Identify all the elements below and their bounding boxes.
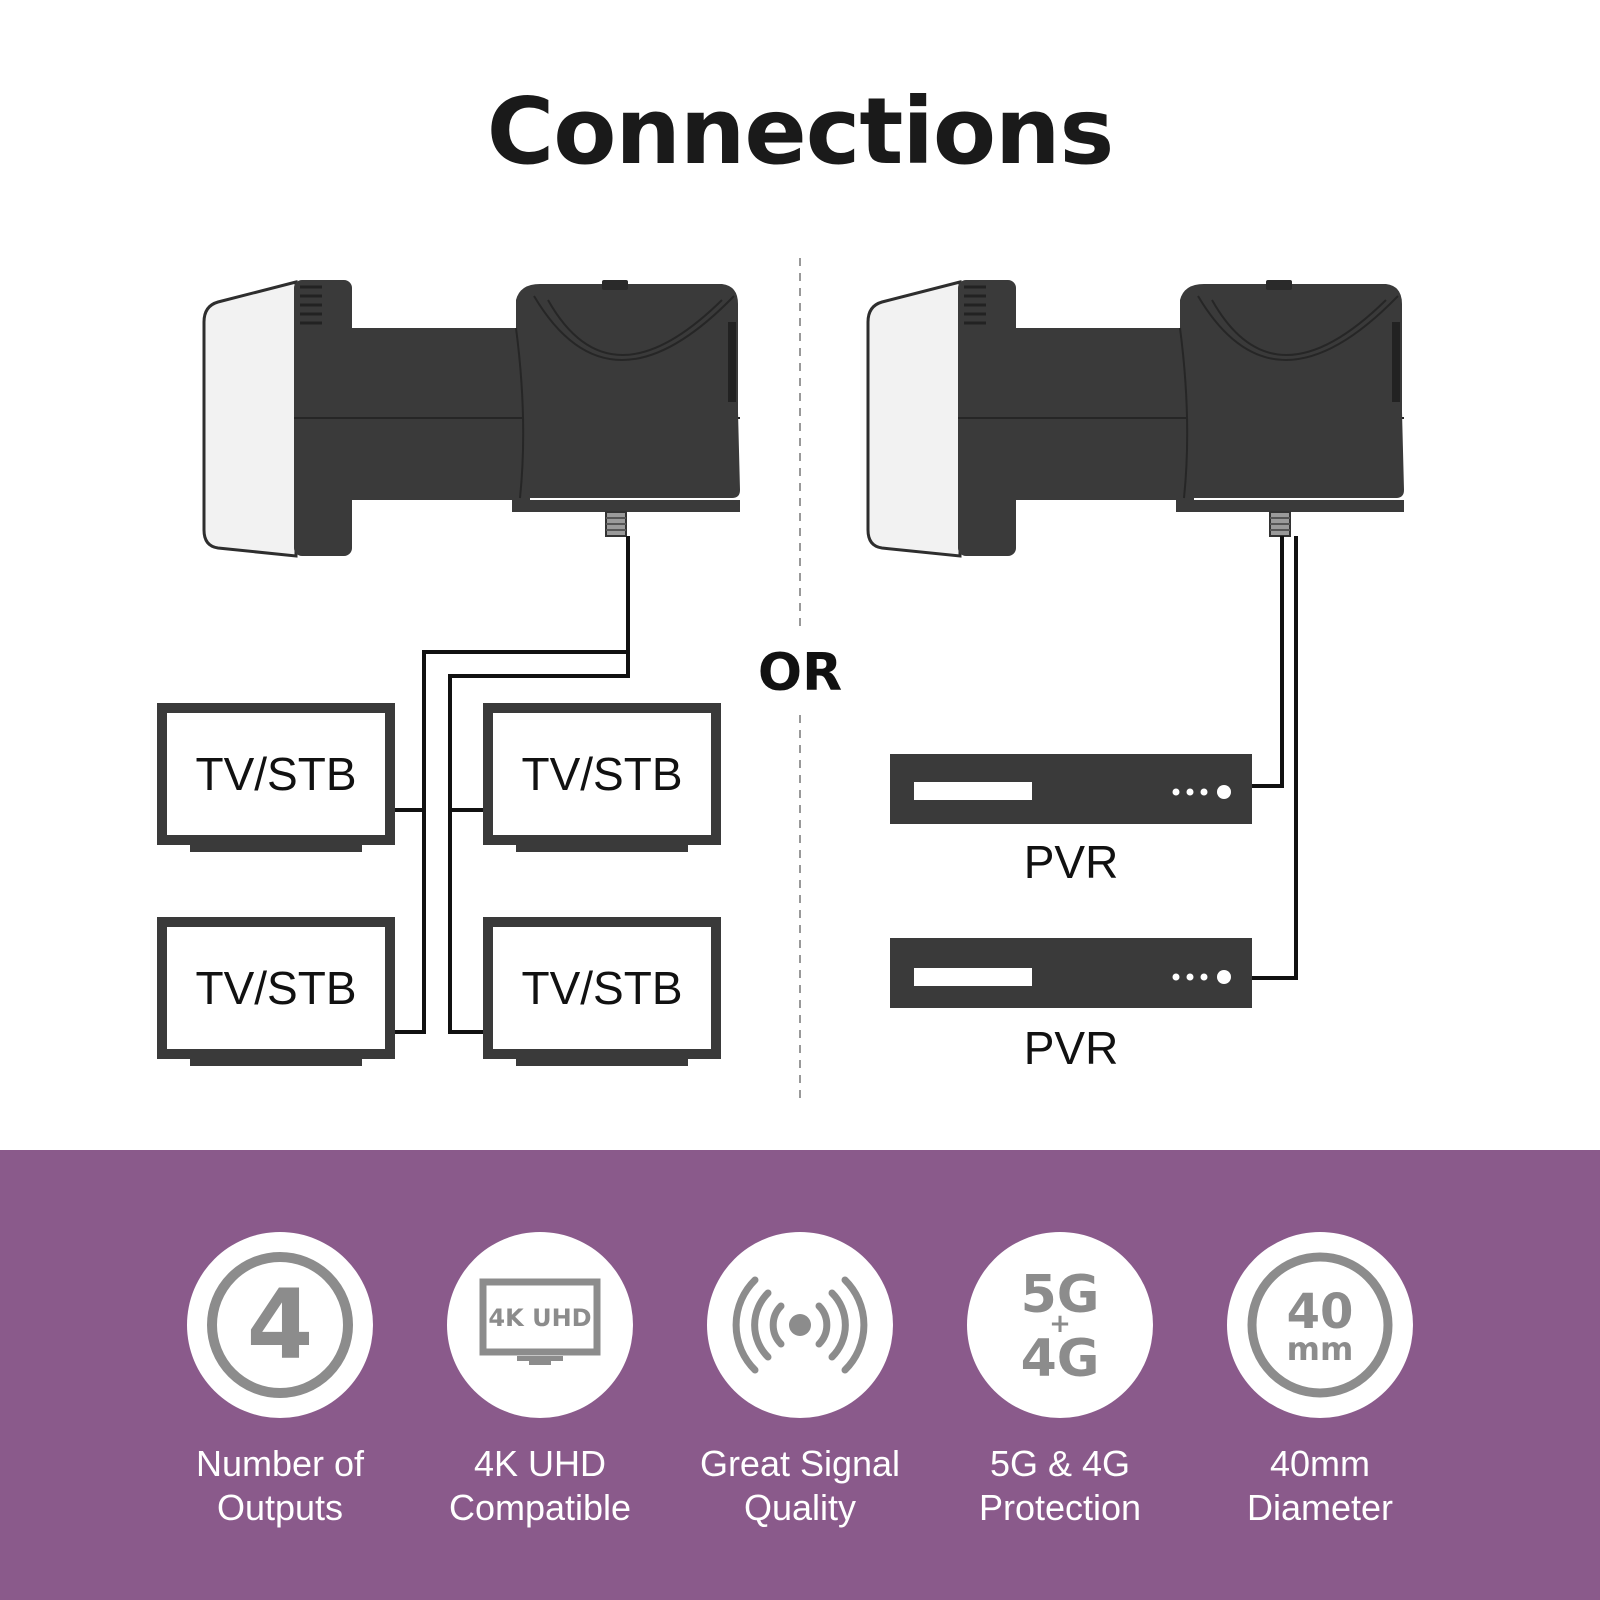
- outputs-4-icon: 4: [187, 1232, 373, 1418]
- lnb-left: [202, 280, 740, 558]
- feature-signal: Great Signal Quality: [670, 1232, 930, 1530]
- feature-uhd: 4K UHD 4K UHD Compatible: [410, 1232, 670, 1530]
- feature-signal-caption: Great Signal Quality: [699, 1443, 901, 1528]
- tv-stb-top-left: TV/STB: [157, 703, 395, 852]
- svg-text:TV/STB: TV/STB: [521, 962, 682, 1014]
- svg-text:TV/STB: TV/STB: [195, 748, 356, 800]
- tv-stb-bottom-right: TV/STB: [483, 917, 721, 1066]
- pvr-bottom: PVR: [890, 938, 1252, 1074]
- page-title: Connections: [486, 78, 1115, 185]
- feature-diameter-caption: 40mm Diameter: [1246, 1443, 1394, 1528]
- connection-diagram: OR TV/STB T: [157, 258, 1404, 1100]
- svg-text:TV/STB: TV/STB: [521, 748, 682, 800]
- lnb-right: [866, 280, 1404, 558]
- svg-text:4K UHD: 4K UHD: [488, 1304, 591, 1332]
- feature-diameter: 40 mm 40mm Diameter: [1190, 1232, 1450, 1530]
- feature-outputs-caption: Number of Outputs: [195, 1443, 365, 1528]
- svg-text:5G: 5G: [1021, 1265, 1100, 1325]
- right-cables: [1252, 536, 1298, 980]
- feature-uhd-caption: 4K UHD Compatible: [448, 1443, 632, 1528]
- features-band: 4 Number of Outputs 4K UHD 4K UHD Compat…: [0, 1150, 1600, 1600]
- svg-text:PVR: PVR: [1024, 1022, 1119, 1074]
- svg-text:4G: 4G: [1021, 1329, 1100, 1389]
- feature-outputs: 4 Number of Outputs: [150, 1232, 410, 1530]
- uhd-tv-icon: 4K UHD: [447, 1232, 633, 1418]
- feature-5g4g-caption: 5G & 4G Protection: [978, 1443, 1142, 1528]
- left-cables: [392, 536, 630, 1034]
- svg-text:4: 4: [247, 1269, 314, 1381]
- or-label: OR: [758, 643, 842, 703]
- svg-text:TV/STB: TV/STB: [195, 962, 356, 1014]
- tv-stb-bottom-left: TV/STB: [157, 917, 395, 1066]
- pvr-top: PVR: [890, 754, 1252, 888]
- 5g-4g-icon: 5G + 4G: [967, 1232, 1153, 1418]
- tv-stb-top-right: TV/STB: [483, 703, 721, 852]
- feature-5g4g: 5G + 4G 5G & 4G Protection: [930, 1232, 1190, 1530]
- svg-text:PVR: PVR: [1024, 836, 1119, 888]
- diameter-40mm-icon: 40 mm: [1227, 1232, 1413, 1418]
- svg-text:mm: mm: [1287, 1330, 1354, 1368]
- svg-text:+: +: [1049, 1309, 1071, 1339]
- signal-icon: [707, 1232, 893, 1418]
- svg-text:40: 40: [1287, 1284, 1354, 1340]
